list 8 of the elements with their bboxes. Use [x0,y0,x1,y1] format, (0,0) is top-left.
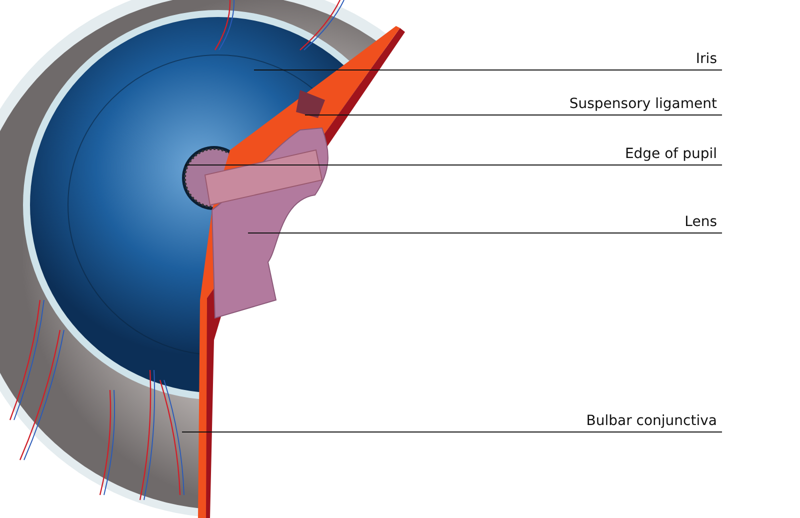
leader-line [184,164,722,166]
part-label: Suspensory ligament [569,95,717,113]
part-label: Edge of pupil [624,145,717,163]
leader-line [248,232,722,234]
part-label: Iris [696,50,717,68]
part-label: Lens [684,213,717,231]
part-label: Bulbar conjunctiva [586,412,717,430]
leader-line [304,114,722,116]
